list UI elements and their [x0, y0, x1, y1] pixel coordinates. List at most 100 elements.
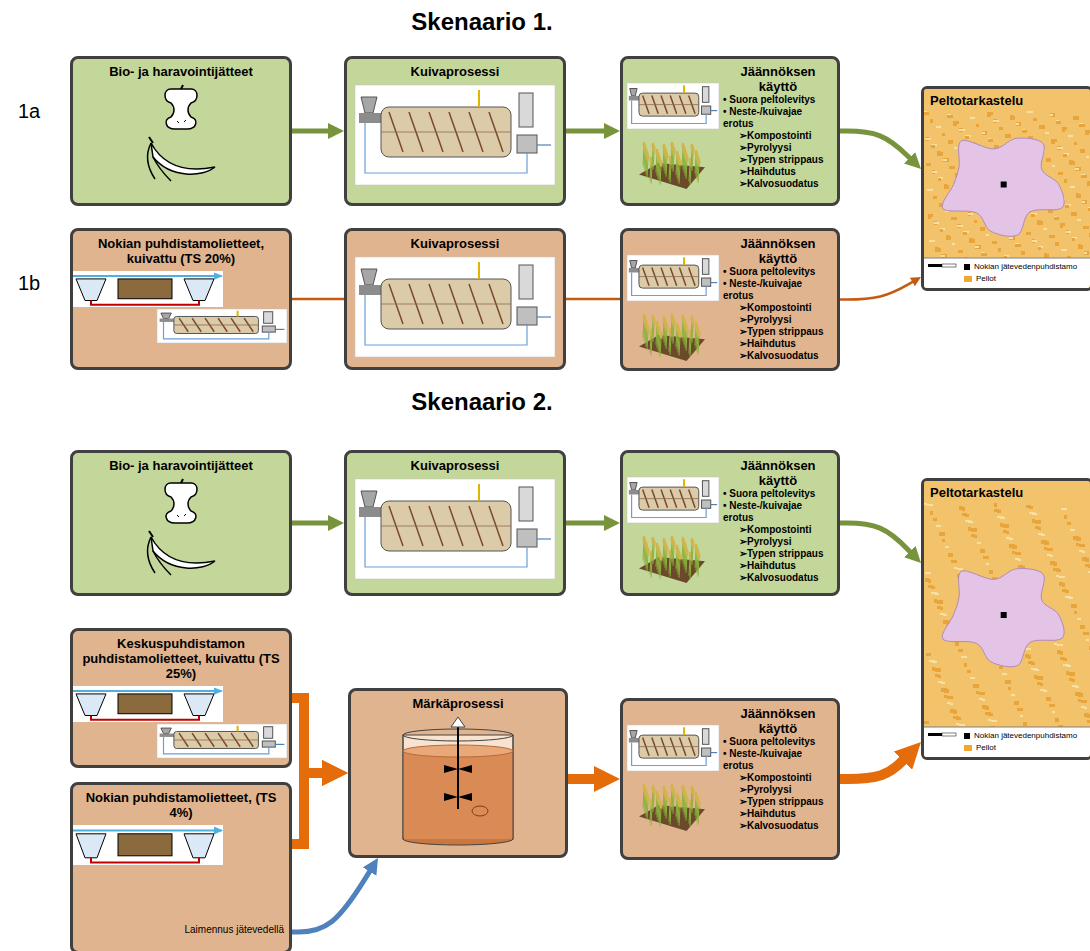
box-heading: Nokian puhdistamolietteet, (TS 4%) — [81, 790, 281, 820]
plug-flow-reactor-figure-part — [630, 731, 637, 738]
field-map-part — [924, 258, 1090, 259]
residue-box: Jäännöksen käyttö• Suora peltolevitys• N… — [620, 56, 840, 206]
plug-flow-reactor-figure-part — [381, 279, 511, 329]
treatment-plant-schematic-part — [118, 279, 172, 299]
crop-field-icon-part — [653, 318, 656, 324]
plug-flow-reactor-figure-part — [359, 507, 383, 517]
plug-flow-reactor-figure-part — [627, 725, 719, 771]
field-map-part — [928, 215, 931, 219]
field-map-part — [1077, 618, 1081, 620]
list-item: ➢Typen strippaus — [723, 796, 833, 808]
box-heading: Märkäprosessi — [359, 696, 557, 711]
plug-flow-reactor-figure-part — [517, 135, 537, 153]
list-item: ➢Pyrolyysi — [723, 536, 833, 548]
crop-field-icon-part — [673, 790, 676, 796]
field-map-part — [1084, 707, 1087, 709]
dewatering-figure-part — [161, 728, 171, 733]
list-item: ➢Kompostointi — [723, 130, 833, 142]
crop-field-icon-part — [679, 332, 682, 338]
plug-flow-reactor-figure-part — [702, 106, 711, 114]
legend-item: Pellot — [964, 743, 996, 753]
box-heading: Jäännöksen käyttö — [723, 706, 833, 736]
field-map-part — [932, 667, 935, 671]
flow-arrow — [840, 281, 914, 300]
field-map-part — [1002, 673, 1007, 675]
plug-flow-reactor-figure-part — [627, 255, 719, 301]
field-map-part — [1000, 517, 1005, 519]
field-map-part — [1066, 665, 1071, 667]
field-map-part — [958, 250, 963, 253]
field-map-part — [1005, 134, 1011, 138]
crop-field-icon-part — [670, 806, 671, 825]
apple-core-icon-part — [181, 85, 183, 89]
field-map-part — [1021, 251, 1025, 255]
field-map-part — [942, 264, 956, 267]
crop-field-icon-part — [647, 796, 650, 802]
crop-field-icon-part — [651, 559, 652, 578]
crop-field-icon-part — [647, 801, 648, 820]
legend-item: Pellot — [964, 274, 996, 284]
field-map-part — [955, 642, 959, 646]
field-map-part — [951, 217, 957, 220]
legend-text: Nokian jätevedenpuhdistamo — [974, 262, 1077, 271]
field-map-part — [924, 727, 1090, 728]
field-map-part — [1056, 569, 1061, 572]
crop-field-icon-part — [690, 560, 691, 579]
list-item: ➢Kalvosuodatus — [723, 350, 833, 362]
field-map-part — [956, 717, 961, 720]
box-heading: Nokian puhdistamolietteet, kuivattu (TS … — [81, 236, 281, 266]
plug-flow-reactor-figure-part — [711, 282, 717, 283]
field-map-part — [1001, 612, 1007, 618]
list-item: ➢Kompostointi — [723, 524, 833, 536]
field-map-part — [1089, 233, 1090, 237]
field-map-part — [1082, 201, 1085, 203]
field-map-part — [959, 129, 965, 131]
legend-marker — [964, 264, 970, 270]
plug-flow-reactor-figure-part — [381, 132, 511, 133]
field-map-part — [1050, 113, 1055, 117]
crop-field-icon-part — [660, 166, 661, 185]
field-map-part — [963, 232, 967, 235]
box-heading: Bio- ja haravointijätteet — [81, 458, 281, 473]
field-map-part — [933, 196, 937, 199]
row-label: 1b — [18, 272, 58, 295]
wet-digester-tank-part — [444, 765, 458, 773]
field-map-part — [957, 568, 963, 570]
list-item: ➢Typen strippaus — [723, 548, 833, 560]
field-map-part — [956, 723, 959, 725]
field-map-part — [982, 131, 987, 135]
plug-flow-reactor-figure-part — [683, 479, 685, 487]
field-map-part — [1022, 130, 1027, 133]
field-map-part — [974, 535, 977, 538]
crop-field-icon-part — [673, 795, 674, 814]
apple-core-icon — [159, 85, 203, 131]
plug-flow-reactor-figure-part — [683, 727, 685, 735]
field-map-part — [1074, 611, 1077, 614]
flow-arrow — [568, 774, 599, 784]
field-map-part — [1075, 167, 1081, 171]
field-map-part — [1083, 632, 1089, 635]
list-item: ➢Kompostointi — [723, 302, 833, 314]
legend-item: Nokian jätevedenpuhdistamo — [964, 262, 1077, 272]
plug-flow-reactor-figure-part — [639, 276, 699, 277]
crop-field-icon-part — [660, 555, 663, 561]
field-map-part — [1070, 529, 1075, 531]
field-map-part — [1060, 224, 1063, 228]
plug-flow-reactor-figure-part — [702, 729, 708, 745]
crop-field-icon-part — [666, 795, 669, 801]
field-map-part — [1087, 720, 1090, 723]
plug-flow-reactor-figure-part — [632, 742, 707, 765]
field-map-part — [976, 691, 979, 694]
field-map-part — [1082, 551, 1085, 553]
crop-field-icon-part — [653, 540, 656, 546]
field-map-part — [969, 239, 975, 243]
wet-digester-tank-part — [444, 793, 458, 801]
field-map-part — [1082, 200, 1087, 204]
field-map-part — [924, 503, 927, 505]
legend-marker — [964, 733, 970, 739]
field-map-part — [1028, 655, 1031, 659]
plug-flow-reactor-figure-part — [702, 87, 708, 103]
plug-flow-reactor-figure — [355, 85, 555, 185]
list-item: ➢Haihdutus — [723, 808, 833, 820]
